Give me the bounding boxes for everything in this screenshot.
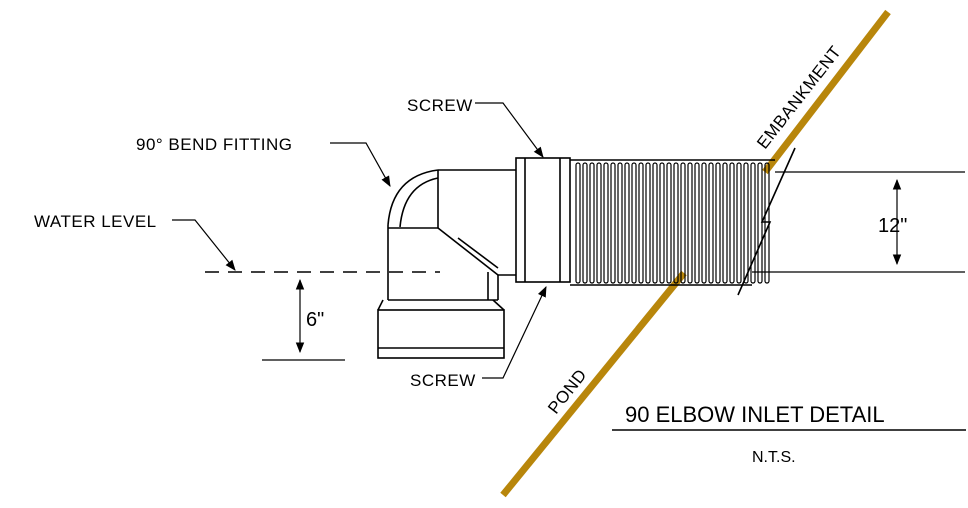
pipe-rib	[680, 162, 686, 284]
embankment-label: EMBANKMENT	[753, 42, 845, 152]
pipe-rib	[610, 162, 616, 284]
dim-6-label: 6"	[306, 309, 324, 331]
pipe-rib	[596, 162, 602, 284]
pipe-rib	[617, 162, 623, 284]
elbow-fitting	[377, 169, 516, 359]
pipe-rib	[638, 162, 644, 284]
pipe-rib	[708, 162, 714, 284]
pipe-rib	[666, 162, 672, 284]
pipe-rib	[750, 162, 756, 284]
detail-title: 90 ELBOW INLET DETAIL	[625, 402, 885, 427]
pipe-rib	[764, 162, 770, 284]
screw-bottom-leader	[482, 286, 547, 379]
pipe-rib	[575, 162, 581, 284]
pond-line	[500, 270, 687, 498]
pipe-rib	[729, 162, 735, 284]
pipe-rib	[701, 162, 707, 284]
screw-bottom-label: SCREW	[410, 371, 476, 390]
pipe-rib	[624, 162, 630, 284]
pipe-rib	[589, 162, 595, 284]
dimension-6in	[262, 278, 345, 361]
screw-top-label: SCREW	[407, 96, 473, 115]
pipe-rib	[673, 162, 679, 284]
water-level-leader	[172, 219, 236, 271]
pipe-rib	[743, 162, 749, 284]
screw-top-leader	[475, 102, 544, 158]
pipe-rib	[757, 162, 763, 284]
pipe-rib	[687, 162, 693, 284]
pipe-rib	[631, 162, 637, 284]
pipe-rib	[582, 162, 588, 284]
pipe-rib	[603, 162, 609, 284]
bend-fitting-label: 90° BEND FITTING	[136, 135, 292, 154]
embankment-line	[762, 9, 891, 175]
corrugated-pipe	[570, 147, 796, 296]
pipe-rib	[694, 162, 700, 284]
pipe-rib	[645, 162, 651, 284]
dim-12-label: 12"	[878, 215, 907, 237]
bend-fitting-leader	[330, 142, 391, 187]
pipe-rib	[659, 162, 665, 284]
water-level-label: WATER LEVEL	[34, 212, 157, 231]
screw-coupling	[515, 157, 571, 283]
pipe-rib	[652, 162, 658, 284]
pipe-rib	[715, 162, 721, 284]
pipe-rib	[722, 162, 728, 284]
scale-note: N.T.S.	[752, 449, 796, 466]
pipe-rib	[736, 162, 742, 284]
